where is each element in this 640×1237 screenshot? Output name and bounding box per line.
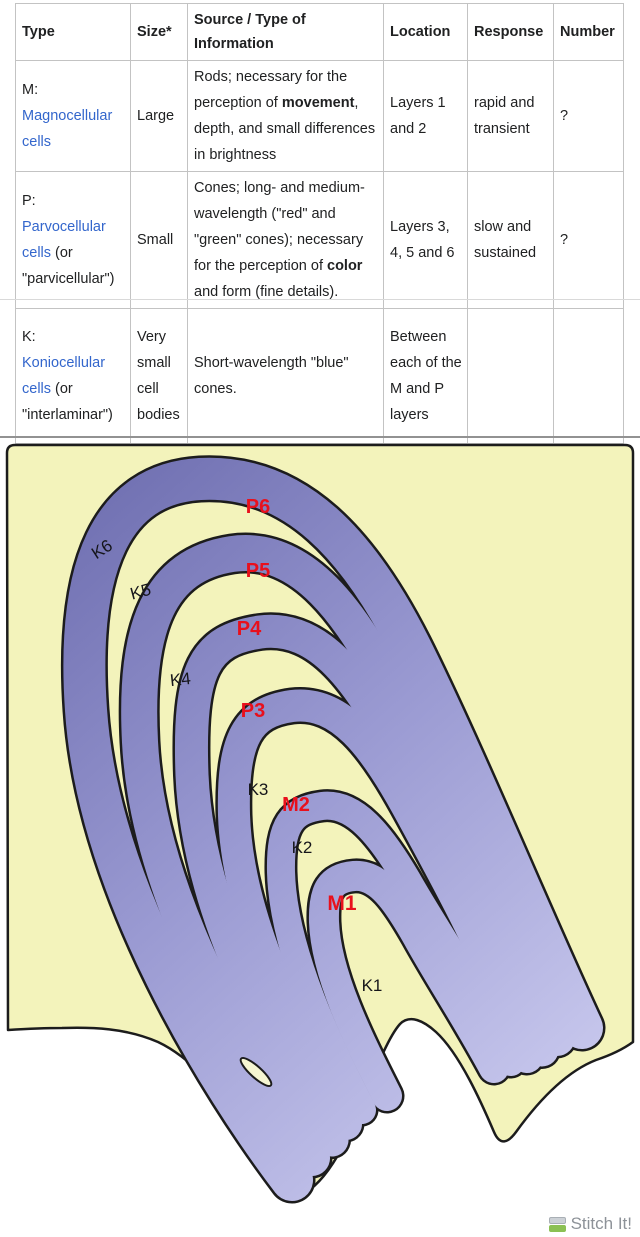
header-number: Number <box>553 3 624 61</box>
cell-type-k: K: Koniocellular cells (or "interlaminar… <box>15 308 131 444</box>
watermark-label: Stitch It! <box>570 1214 632 1233</box>
link-koniocellular-cells[interactable]: Koniocellular cells <box>22 355 106 397</box>
cell-size-k: Very small cell bodies <box>130 308 188 444</box>
header-location: Location <box>383 3 468 61</box>
cell-type-m: M: Magnocellular cells <box>15 60 131 172</box>
source-text: Short-wavelength "blue" cones. <box>194 355 349 397</box>
type-prefix: P: <box>22 193 36 209</box>
cell-number-k <box>553 308 624 444</box>
table-row-koniocellular: K: Koniocellular cells (or "interlaminar… <box>15 308 624 444</box>
stitch-it-watermark: Stitch It! <box>0 1212 632 1236</box>
cell-response-m: rapid and transient <box>467 60 554 172</box>
header-size: Size* <box>130 3 188 61</box>
source-bold-word: color <box>327 258 363 274</box>
stitch-it-icon <box>548 1216 566 1232</box>
source-text: Rods; necessary for the perception of <box>194 69 348 111</box>
link-parvocellular-cells[interactable]: Parvocellular cells <box>22 219 106 261</box>
label-layer-p6: P6 <box>246 496 270 518</box>
source-text: , depth, and small differences in bright… <box>194 95 376 163</box>
cell-response-p: slow and sustained <box>467 171 554 309</box>
cell-number-m: ? <box>553 60 624 172</box>
label-layer-m2: M2 <box>282 794 310 816</box>
cell-number-p: ? <box>553 171 624 309</box>
stitch-seam-line <box>0 436 640 438</box>
table-row-magnocellular: M: Magnocellular cells Large Rods; neces… <box>15 60 624 172</box>
label-layer-p4: P4 <box>237 618 262 640</box>
cell-size-p: Small <box>130 171 188 309</box>
label-layer-m1: M1 <box>327 892 356 915</box>
type-suffix: (or "interlaminar") <box>22 381 113 423</box>
label-layer-p3: P3 <box>241 700 265 722</box>
label-layer-k1: K1 <box>362 976 383 995</box>
label-layer-k3: K3 <box>248 780 269 799</box>
link-magnocellular-cells[interactable]: Magnocellular cells <box>22 108 113 150</box>
cell-location-k: Between each of the M and P layers <box>383 308 468 444</box>
cell-location-p: Layers 3, 4, 5 and 6 <box>383 171 468 309</box>
cell-location-m: Layers 1 and 2 <box>383 60 468 172</box>
source-bold-word: movement <box>281 95 355 111</box>
lgn-layer-bands <box>60 455 606 1204</box>
cell-source-k: Short-wavelength "blue" cones. <box>187 308 384 444</box>
type-prefix: M: <box>22 82 39 98</box>
table-row-parvocellular: P: Parvocellular cells (or "parvicellula… <box>15 171 624 309</box>
source-text: Cones; long- and medium-wavelength ("red… <box>194 180 365 274</box>
type-suffix: (or "parvicellular") <box>22 245 115 287</box>
cell-source-p: Cones; long- and medium-wavelength ("red… <box>187 171 384 309</box>
lgn-layers-diagram: P6 P5 P4 P3 M2 M1 K6 K5 K4 K3 K2 K1 <box>5 443 635 1204</box>
cream-lens-gap <box>239 1057 273 1087</box>
source-text: and form (fine details). <box>194 284 339 300</box>
label-layer-p5: P5 <box>246 560 270 582</box>
cell-type-p: P: Parvocellular cells (or "parvicellula… <box>15 171 131 309</box>
header-type: Type <box>15 3 131 61</box>
header-response: Response <box>467 3 554 61</box>
lgn-cell-types-table: Type Size* Source / Type of Information … <box>15 3 624 444</box>
type-prefix: K: <box>22 329 36 345</box>
cell-response-k <box>467 308 554 444</box>
label-layer-k5: K5 <box>128 580 153 604</box>
cell-source-m: Rods; necessary for the perception of mo… <box>187 60 384 172</box>
label-layer-k2: K2 <box>292 838 313 857</box>
table-header-row: Type Size* Source / Type of Information … <box>15 3 624 61</box>
cell-size-m: Large <box>130 60 188 172</box>
label-layer-k4: K4 <box>169 669 192 690</box>
stitch-seam-line <box>0 299 640 300</box>
header-source: Source / Type of Information <box>187 3 384 61</box>
